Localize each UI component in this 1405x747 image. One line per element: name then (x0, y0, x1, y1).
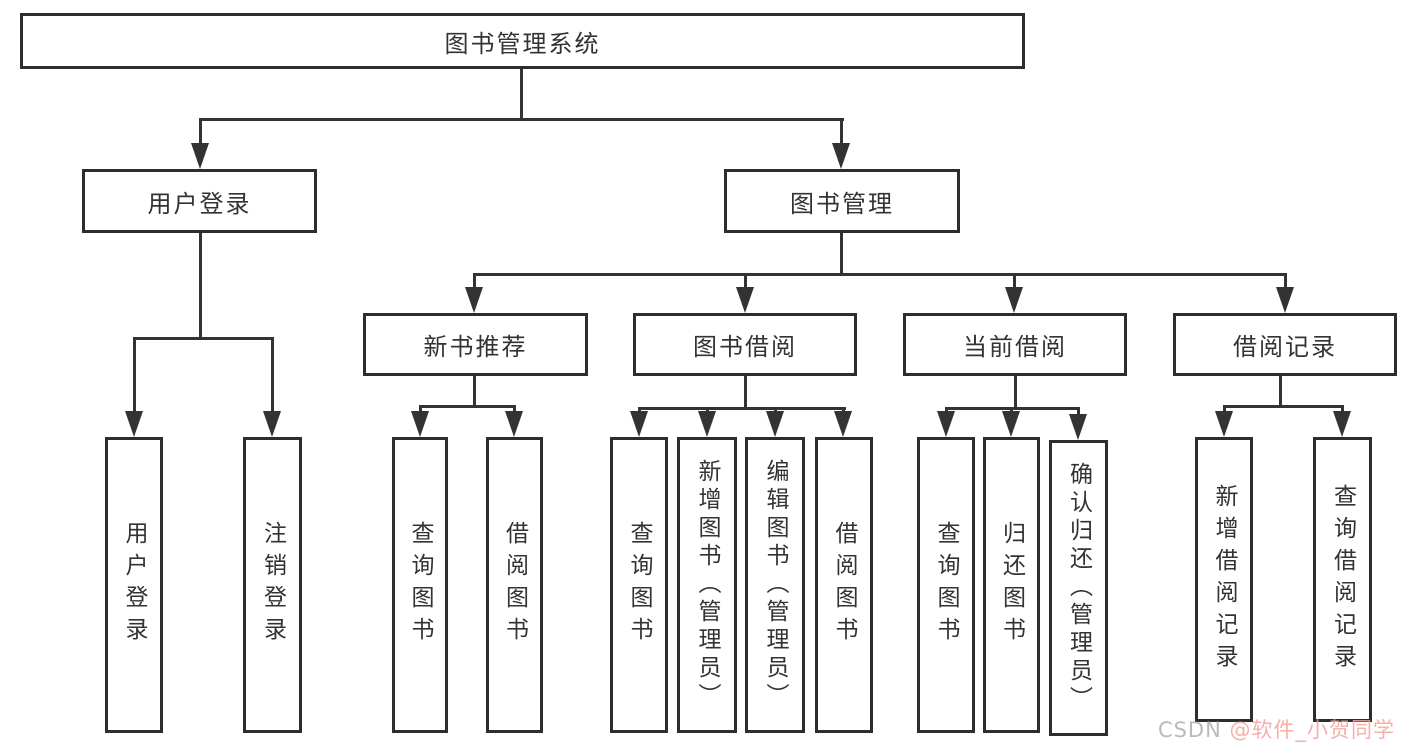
leaf-records-add-record: 新增借阅记录 (1195, 437, 1253, 722)
arrow-down-icon (630, 407, 648, 437)
arrow-down-icon (263, 337, 281, 437)
node-current-borrow: 当前借阅 (903, 313, 1127, 376)
connector-bookborrow-stem (744, 376, 747, 407)
arrow-down-icon (766, 407, 784, 437)
connector-level1-rail (199, 118, 844, 121)
arrow-down-icon (125, 337, 143, 437)
arrow-down-icon (698, 407, 716, 437)
arrow-down-icon (465, 273, 483, 313)
watermark: CSDN @软件_小贺同学 (1158, 714, 1395, 744)
node-borrow-records: 借阅记录 (1173, 313, 1397, 376)
leaf-current-query-books: 查询图书 (917, 437, 975, 733)
watermark-csdn-label: CSDN (1157, 718, 1230, 742)
arrow-down-icon (834, 407, 852, 437)
leaf-user-login: 用户登录 (105, 437, 163, 733)
leaf-borrow-edit-books-admin: 编辑图书（管理员） (745, 437, 805, 733)
node-book-management: 图书管理 (724, 169, 960, 233)
node-book-borrow: 图书借阅 (633, 313, 857, 376)
arrow-down-icon (1333, 405, 1351, 437)
arrow-down-icon (505, 405, 523, 437)
arrow-down-icon (1002, 407, 1020, 437)
arrow-down-icon (832, 118, 850, 169)
leaf-current-confirm-return-admin: 确认归还（管理员） (1049, 440, 1108, 736)
node-user-login: 用户登录 (82, 169, 317, 233)
connector-bookmgmt-stem (840, 233, 843, 273)
leaf-borrow-add-books-admin: 新增图书（管理员） (677, 437, 737, 733)
arrow-down-icon (1276, 273, 1294, 313)
leaf-borrow-borrow-books: 借阅图书 (815, 437, 873, 733)
leaf-borrow-query-books: 查询图书 (610, 437, 668, 733)
arrow-down-icon (937, 407, 955, 437)
watermark-author-handle: @软件_小贺同学 (1229, 718, 1395, 742)
connector-currentborrow-stem (1014, 376, 1017, 407)
arrow-down-icon (1069, 407, 1087, 440)
connector-userlogin-rail (133, 337, 274, 340)
leaf-logout: 注销登录 (243, 437, 302, 733)
arrow-down-icon (411, 405, 429, 437)
node-root-system: 图书管理系统 (20, 13, 1025, 69)
connector-newbook-stem (473, 376, 476, 405)
arrow-down-icon (1215, 405, 1233, 437)
arrow-down-icon (191, 118, 209, 169)
connector-level2-rail (473, 273, 1286, 276)
leaf-newbook-query-books: 查询图书 (392, 437, 448, 733)
arrow-down-icon (1005, 273, 1023, 313)
leaf-current-return-books: 归还图书 (983, 437, 1040, 733)
connector-records-rail (1223, 405, 1344, 408)
connector-newbook-rail (419, 405, 516, 408)
leaf-newbook-borrow-books: 借阅图书 (486, 437, 543, 733)
node-new-book-recommend: 新书推荐 (363, 313, 588, 376)
connector-userlogin-stem (199, 233, 202, 337)
connector-bookborrow-rail (638, 407, 846, 410)
connector-root-stem (520, 69, 523, 118)
connector-records-stem (1279, 376, 1282, 405)
arrow-down-icon (736, 273, 754, 313)
leaf-records-query-record: 查询借阅记录 (1313, 437, 1372, 722)
